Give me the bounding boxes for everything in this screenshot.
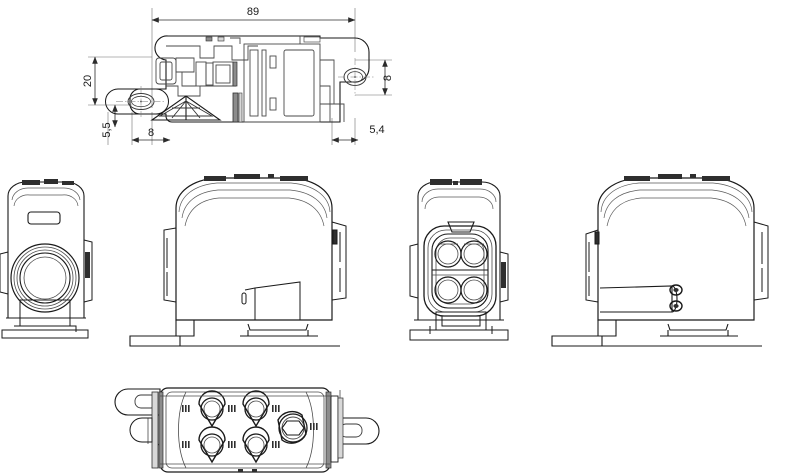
top-view-right-mount: [338, 58, 374, 96]
view-top: 89 20 5,5 8 8 5,4: [82, 6, 394, 145]
view-rear: [551, 174, 769, 347]
front-side-flanges: [163, 221, 347, 303]
bottom-left-bars: [129, 391, 164, 469]
dimension-edge-5-4: 5,4: [331, 124, 385, 143]
front-lower-housing: [241, 281, 301, 321]
dimension-hole-dia-8: 8: [382, 59, 394, 96]
left-end-side-tabs: [0, 239, 93, 303]
top-view-gusset: [150, 95, 222, 121]
bottom-edge-marks: [160, 395, 330, 472]
top-view-right-detail: [230, 36, 345, 123]
front-base-feet: [129, 320, 340, 347]
left-end-slot: [27, 211, 61, 225]
right-end-side-tabs: [409, 243, 509, 303]
dimension-label-20: 20: [82, 75, 94, 87]
top-view-mid-bars: [232, 61, 243, 123]
right-end-tab: [447, 221, 475, 233]
left-end-top-ribs: [22, 179, 74, 185]
dimension-label-89: 89: [247, 6, 259, 18]
bottom-hex-port: [277, 410, 308, 444]
rear-base-feet: [551, 320, 762, 347]
right-end-top-ribs: [430, 179, 482, 185]
view-bottom: [114, 387, 380, 473]
rear-side-flanges: [585, 221, 769, 303]
dimension-label-8-pitch: 8: [148, 127, 154, 139]
rear-top-ribs: [624, 174, 730, 181]
dimension-label-8-dia: 8: [382, 75, 394, 81]
dimension-overall-length: 89: [151, 6, 356, 23]
left-end-circular-connector: [10, 243, 80, 313]
dimension-offset-5-5: 5,5: [101, 104, 118, 138]
dimension-label-5-5: 5,5: [101, 122, 113, 137]
bottom-body-inner: [165, 391, 325, 469]
dimension-width-20: 20: [82, 56, 98, 106]
rear-bolt-heads: [669, 284, 683, 312]
view-right-end: [409, 179, 509, 341]
bottom-cavities: [198, 390, 270, 464]
front-top-ribs: [204, 174, 308, 181]
bottom-right-bars: [325, 391, 344, 469]
right-end-base: [409, 311, 509, 341]
extension-lines: [88, 8, 392, 145]
dimension-hole-pitch-8: 8: [131, 127, 171, 143]
top-view-small-rects: [205, 36, 321, 43]
top-view-left-mount: [105, 86, 169, 117]
view-front: [129, 174, 347, 347]
view-left-end: [0, 179, 93, 339]
dimension-label-5-4: 5,4: [369, 124, 384, 136]
right-end-four-cavity-connector: [423, 225, 497, 317]
